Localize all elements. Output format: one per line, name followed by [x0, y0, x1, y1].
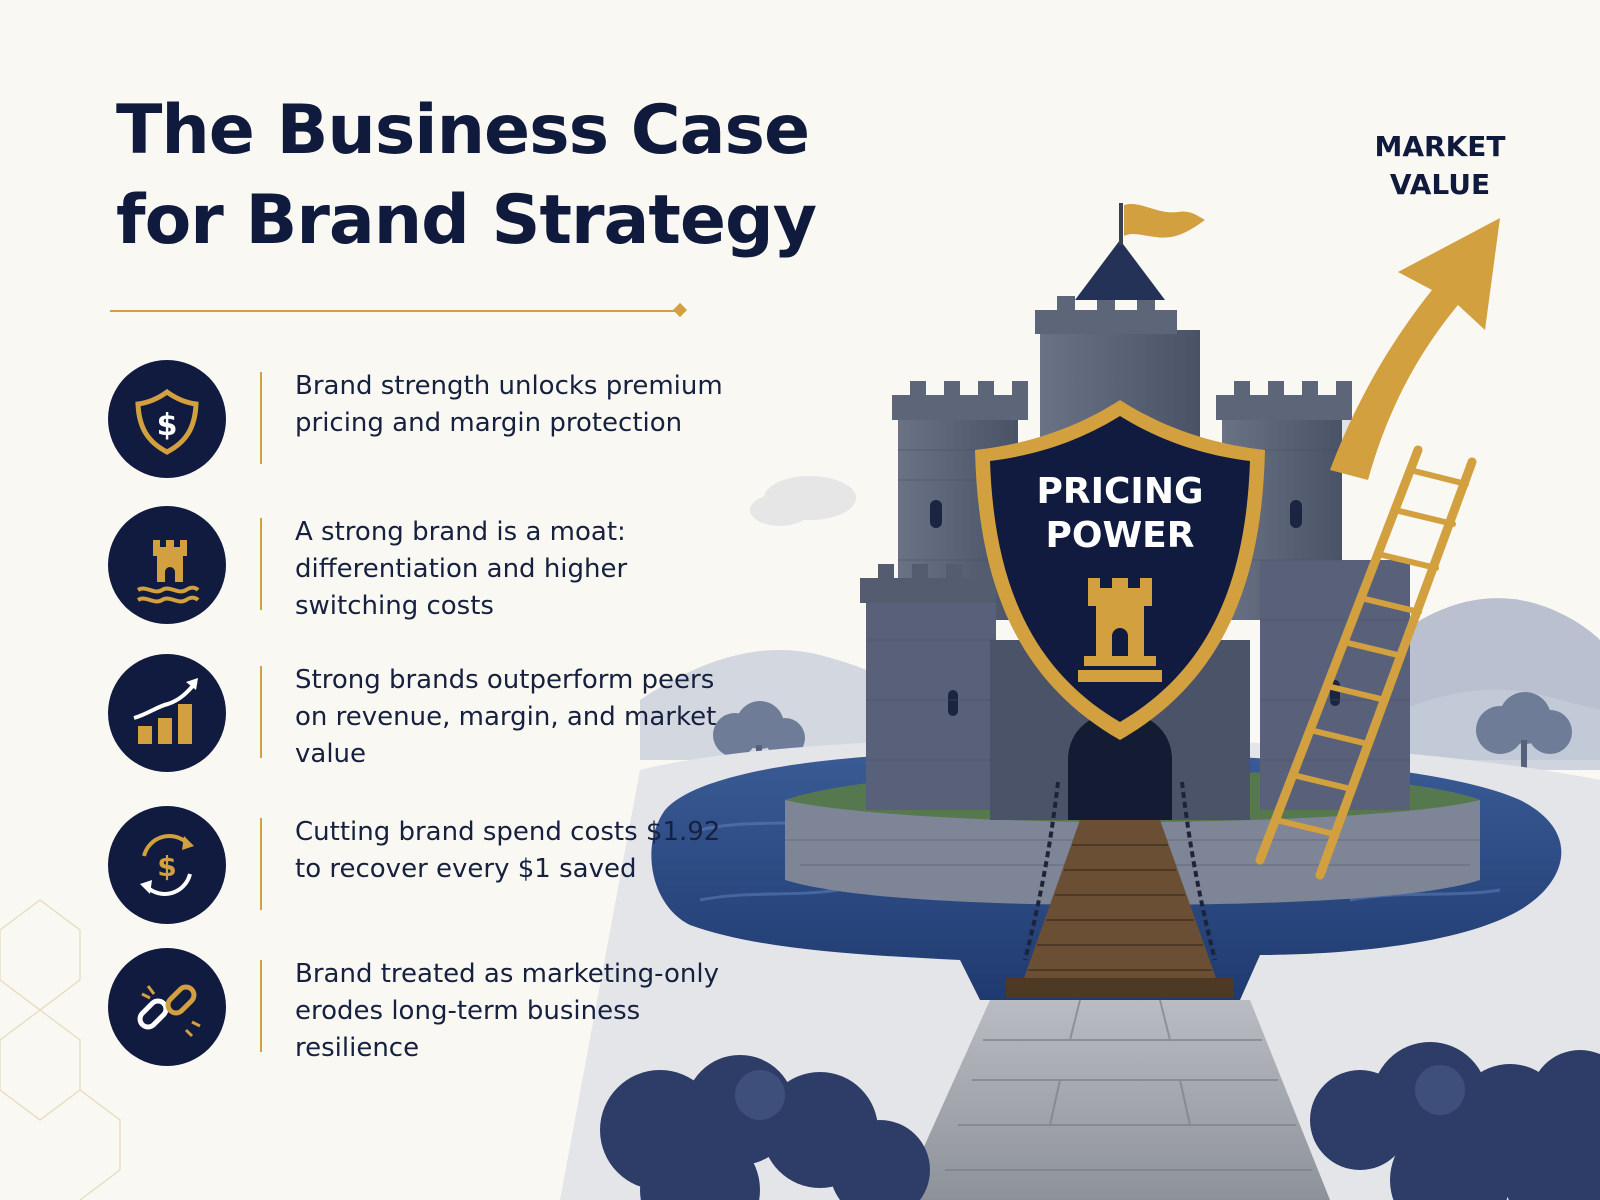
rook-icon	[1078, 578, 1162, 682]
point-resilience: Brand treated as marketing-only erodes l…	[108, 948, 728, 1068]
point-outperform: Strong brands outperform peers on revenu…	[108, 654, 728, 774]
point-divider	[260, 960, 262, 1052]
page-title: The Business Case for Brand Strategy	[116, 86, 916, 266]
svg-text:$: $	[157, 408, 178, 443]
title-divider	[110, 310, 680, 312]
svg-text:$: $	[157, 850, 176, 883]
trees-left	[713, 701, 805, 770]
geometric-pattern	[0, 899, 121, 1200]
point-pricing: $ Brand strength unlocks premium pricing…	[108, 360, 728, 480]
pricing-power-label: PRICING POWER	[1036, 471, 1204, 556]
drawbridge	[1018, 820, 1222, 995]
point-text: Cutting brand spend costs $1.92 to recov…	[295, 817, 721, 884]
title-line-2: for Brand Strategy	[116, 181, 817, 260]
castle-gate	[1068, 712, 1172, 820]
point-cost: $ Cutting brand spend costs $1.92 to rec…	[108, 806, 728, 926]
ladder	[1255, 445, 1477, 880]
market-value-arrow	[1330, 218, 1500, 480]
point-divider	[260, 818, 262, 910]
point-divider	[260, 666, 262, 758]
market-value-label: MARKET VALUE	[1374, 130, 1506, 201]
point-moat: A strong brand is a moat: differentiatio…	[108, 506, 728, 626]
broken-chain-icon	[108, 948, 226, 1066]
flag	[1124, 203, 1205, 238]
trees-right	[1476, 692, 1572, 768]
point-text: A strong brand is a moat: differentiatio…	[295, 517, 628, 621]
dollar-cycle-icon: $	[108, 806, 226, 924]
point-text: Strong brands outperform peers on revenu…	[295, 665, 717, 769]
point-divider	[260, 518, 262, 610]
point-divider	[260, 372, 262, 464]
growth-chart-icon	[108, 654, 226, 772]
point-text: Brand treated as marketing-only erodes l…	[295, 959, 719, 1063]
stone-path	[900, 1000, 1330, 1200]
shield-dollar-icon: $	[108, 360, 226, 478]
spire	[1075, 240, 1165, 300]
castle-moat-icon	[108, 506, 226, 624]
point-text: Brand strength unlocks premium pricing a…	[295, 371, 723, 438]
title-line-1: The Business Case	[116, 91, 810, 170]
drawbridge-chains	[1023, 781, 1217, 961]
